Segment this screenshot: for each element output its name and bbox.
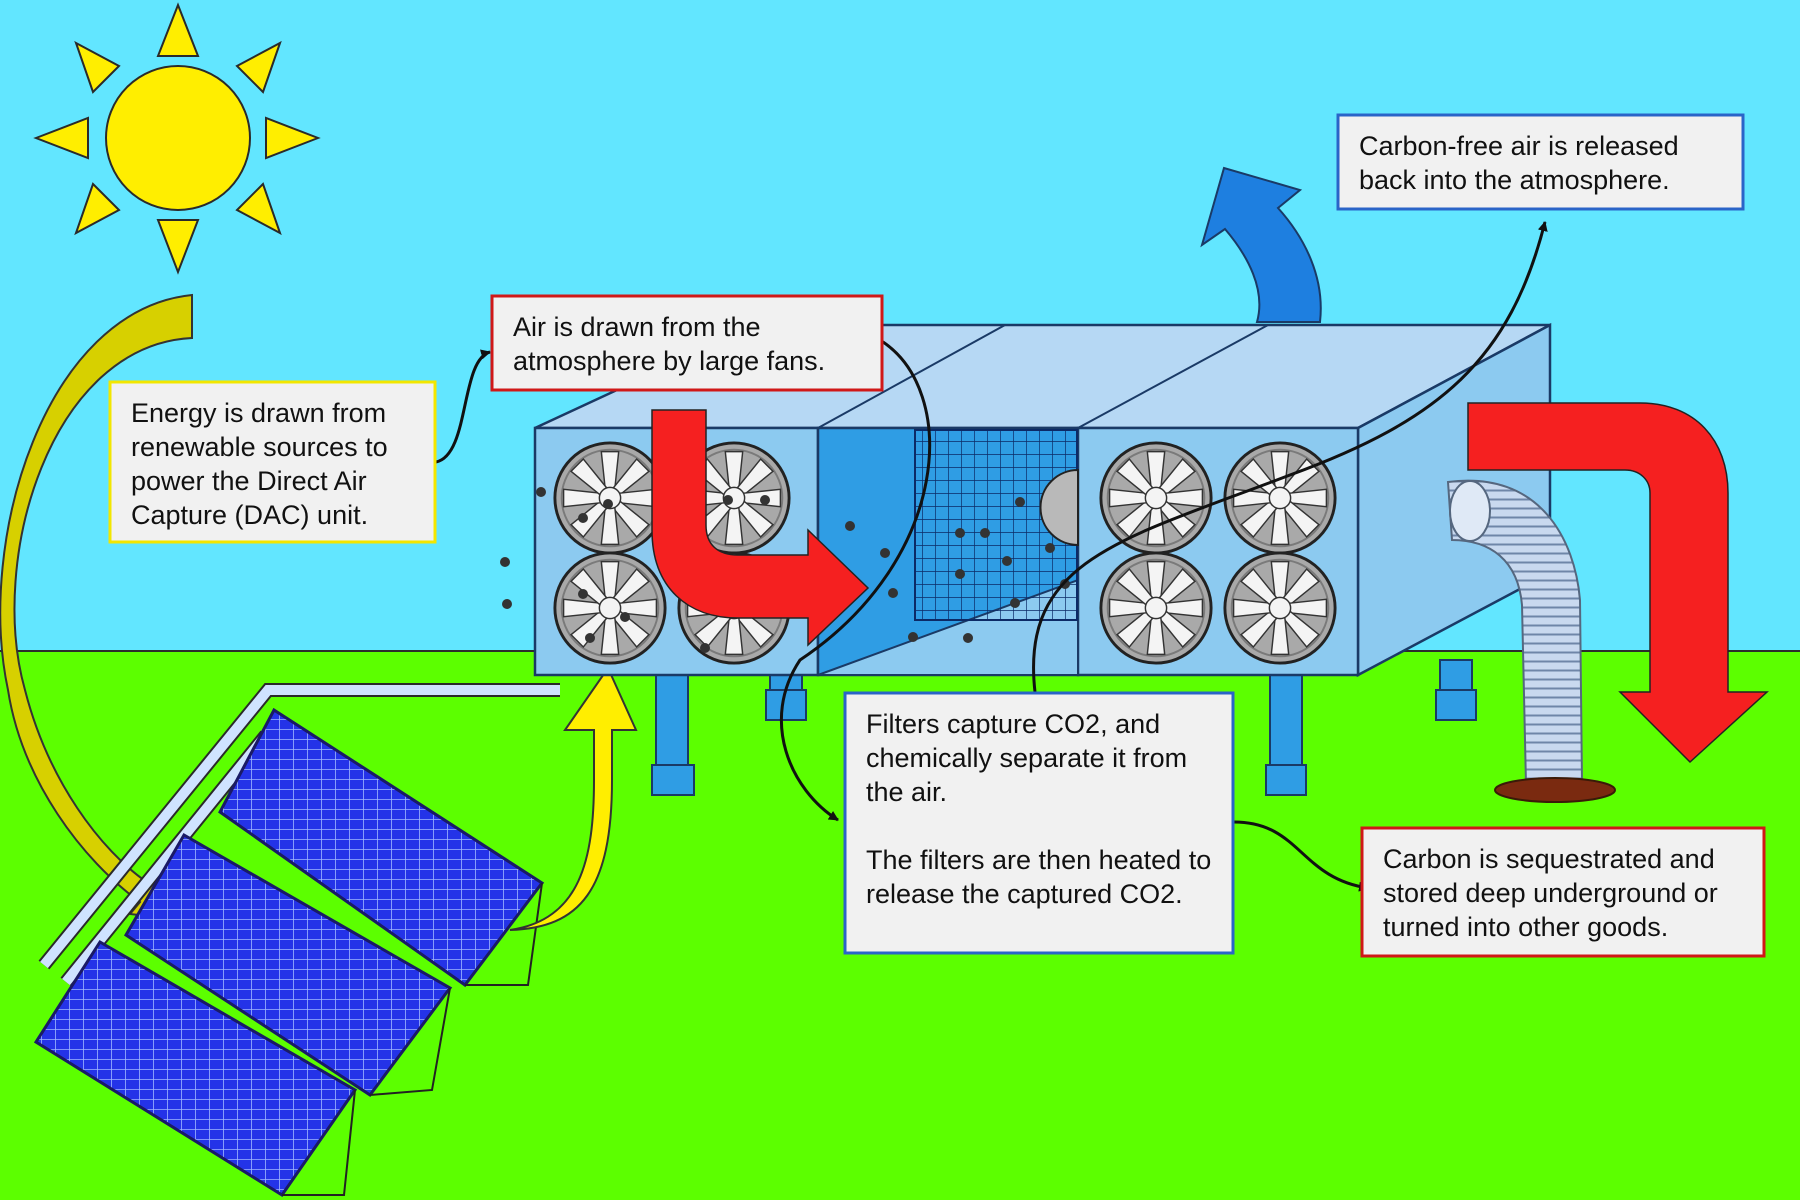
callout-energy: Energy is drawn from renewable sources t… <box>113 384 431 540</box>
callout-air-intake-text: Air is drawn from the atmosphere by larg… <box>513 312 826 376</box>
callout-filters-text-2: The filters are then heated to release t… <box>866 845 1212 909</box>
callout-air-intake: Air is drawn from the atmosphere by larg… <box>495 298 880 388</box>
intake-arrow-icon <box>651 409 870 647</box>
callout-released: Carbon-free air is released back into th… <box>1341 117 1741 207</box>
co2-particle-icon <box>500 487 1070 653</box>
sun-icon <box>33 2 321 275</box>
callout-released-text: Carbon-free air is released back into th… <box>1359 131 1679 195</box>
callout-filters-text: Filters capture CO2, and chemically sepa… <box>866 709 1188 807</box>
callout-filters: Filters capture CO2, and chemically sepa… <box>848 695 1230 951</box>
callout-sequestered-text: Carbon is sequestrated and stored deep u… <box>1383 844 1718 942</box>
pointer-lines <box>435 221 1548 892</box>
callout-energy-text: Energy is drawn from renewable sources t… <box>131 398 388 530</box>
power-arrow-icon <box>509 665 638 931</box>
dac-legs <box>651 659 1477 796</box>
pipe-icon <box>1446 479 1616 803</box>
clean-air-arrow-icon <box>1200 166 1322 323</box>
output-arrow-icon <box>1467 402 1769 764</box>
solar-panel-icon <box>33 683 560 1198</box>
callout-sequestered: Carbon is sequestrated and stored deep u… <box>1365 830 1762 954</box>
filter-grid-icon <box>914 429 1079 621</box>
